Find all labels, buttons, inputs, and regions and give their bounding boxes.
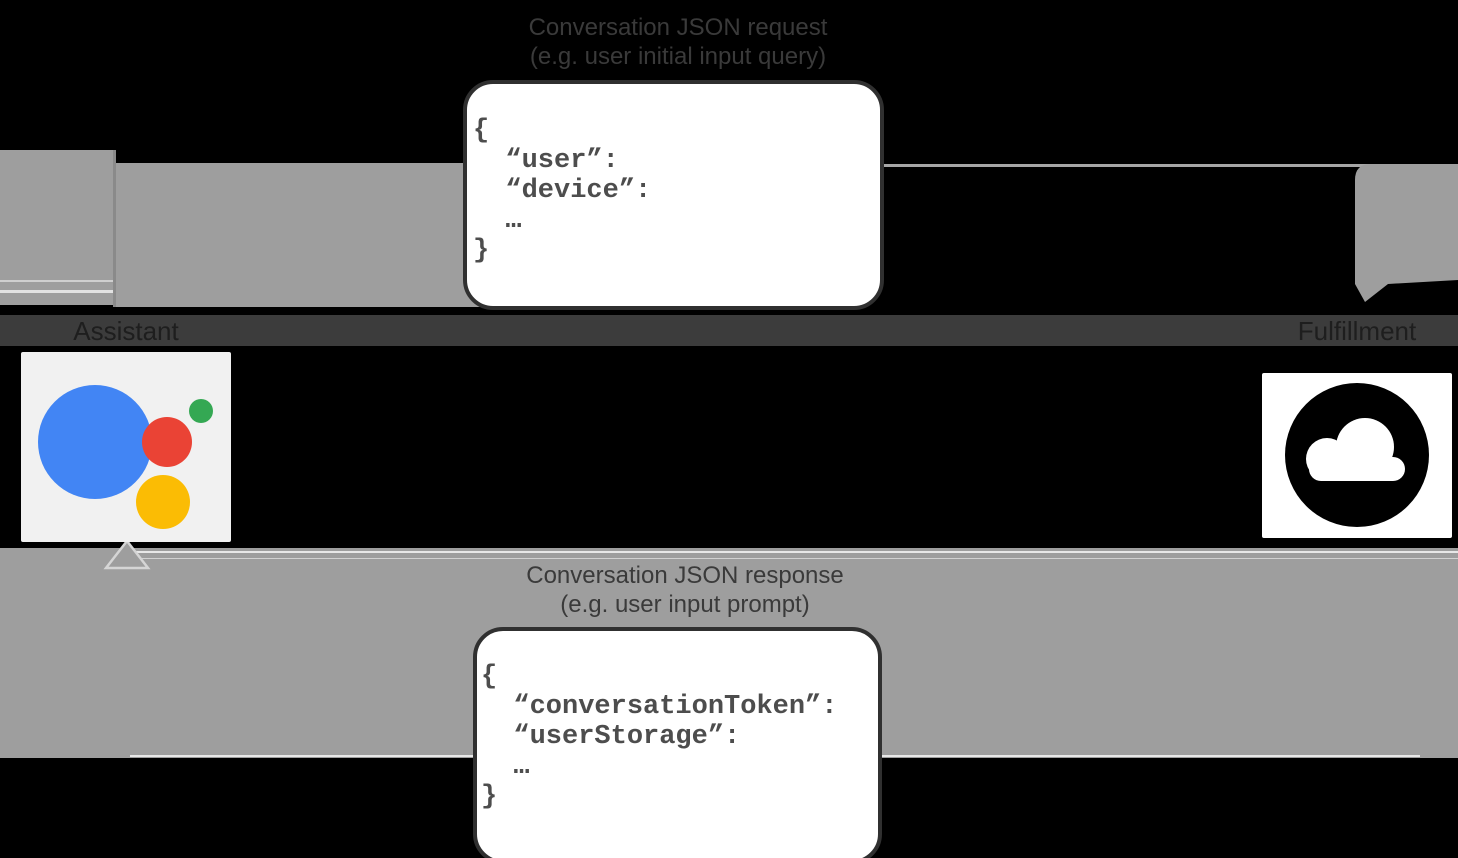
cloud-glyph — [1306, 418, 1405, 481]
request-arrow-title: Conversation JSON request (e.g. user ini… — [403, 13, 953, 71]
response-title-line1: Conversation JSON response — [526, 562, 844, 589]
request-json-code: { “user”: “device”: … } — [473, 116, 652, 266]
assistant-card — [21, 352, 231, 542]
request-title-line1: Conversation JSON request — [528, 14, 828, 41]
assistant-label: Assistant — [73, 316, 179, 346]
request-arrow-top-edge — [700, 164, 1458, 167]
response-arrow-hairline — [130, 551, 1458, 553]
assistant-red-circle — [142, 417, 192, 467]
fulfillment-card — [1262, 373, 1452, 538]
request-arrow-hairline — [0, 280, 113, 282]
request-arrow-hairline — [0, 290, 113, 293]
assistant-yellow-circle — [136, 475, 190, 529]
request-arrowhead — [1355, 164, 1458, 302]
entity-label-strip — [0, 315, 1458, 346]
response-json-box — [473, 627, 882, 858]
request-arrow-seam — [113, 150, 116, 307]
cloud-icon — [1285, 383, 1429, 527]
fulfillment-label: Fulfillment — [1297, 316, 1417, 346]
assistant-green-circle — [189, 399, 213, 423]
response-json-code: { “conversationToken”: “userStorage”: … … — [481, 662, 838, 812]
response-arrow-title: Conversation JSON response (e.g. user in… — [410, 561, 960, 619]
request-json-box — [463, 80, 884, 310]
request-arrow-shaft — [113, 163, 493, 307]
request-arrow-tail — [0, 150, 115, 305]
response-arrow-hairline — [130, 558, 1458, 559]
request-title-line2: (e.g. user initial input query) — [529, 43, 827, 70]
response-title-line2: (e.g. user input prompt) — [560, 591, 810, 618]
assistant-blue-circle — [38, 385, 152, 499]
google-assistant-icon — [38, 385, 213, 529]
